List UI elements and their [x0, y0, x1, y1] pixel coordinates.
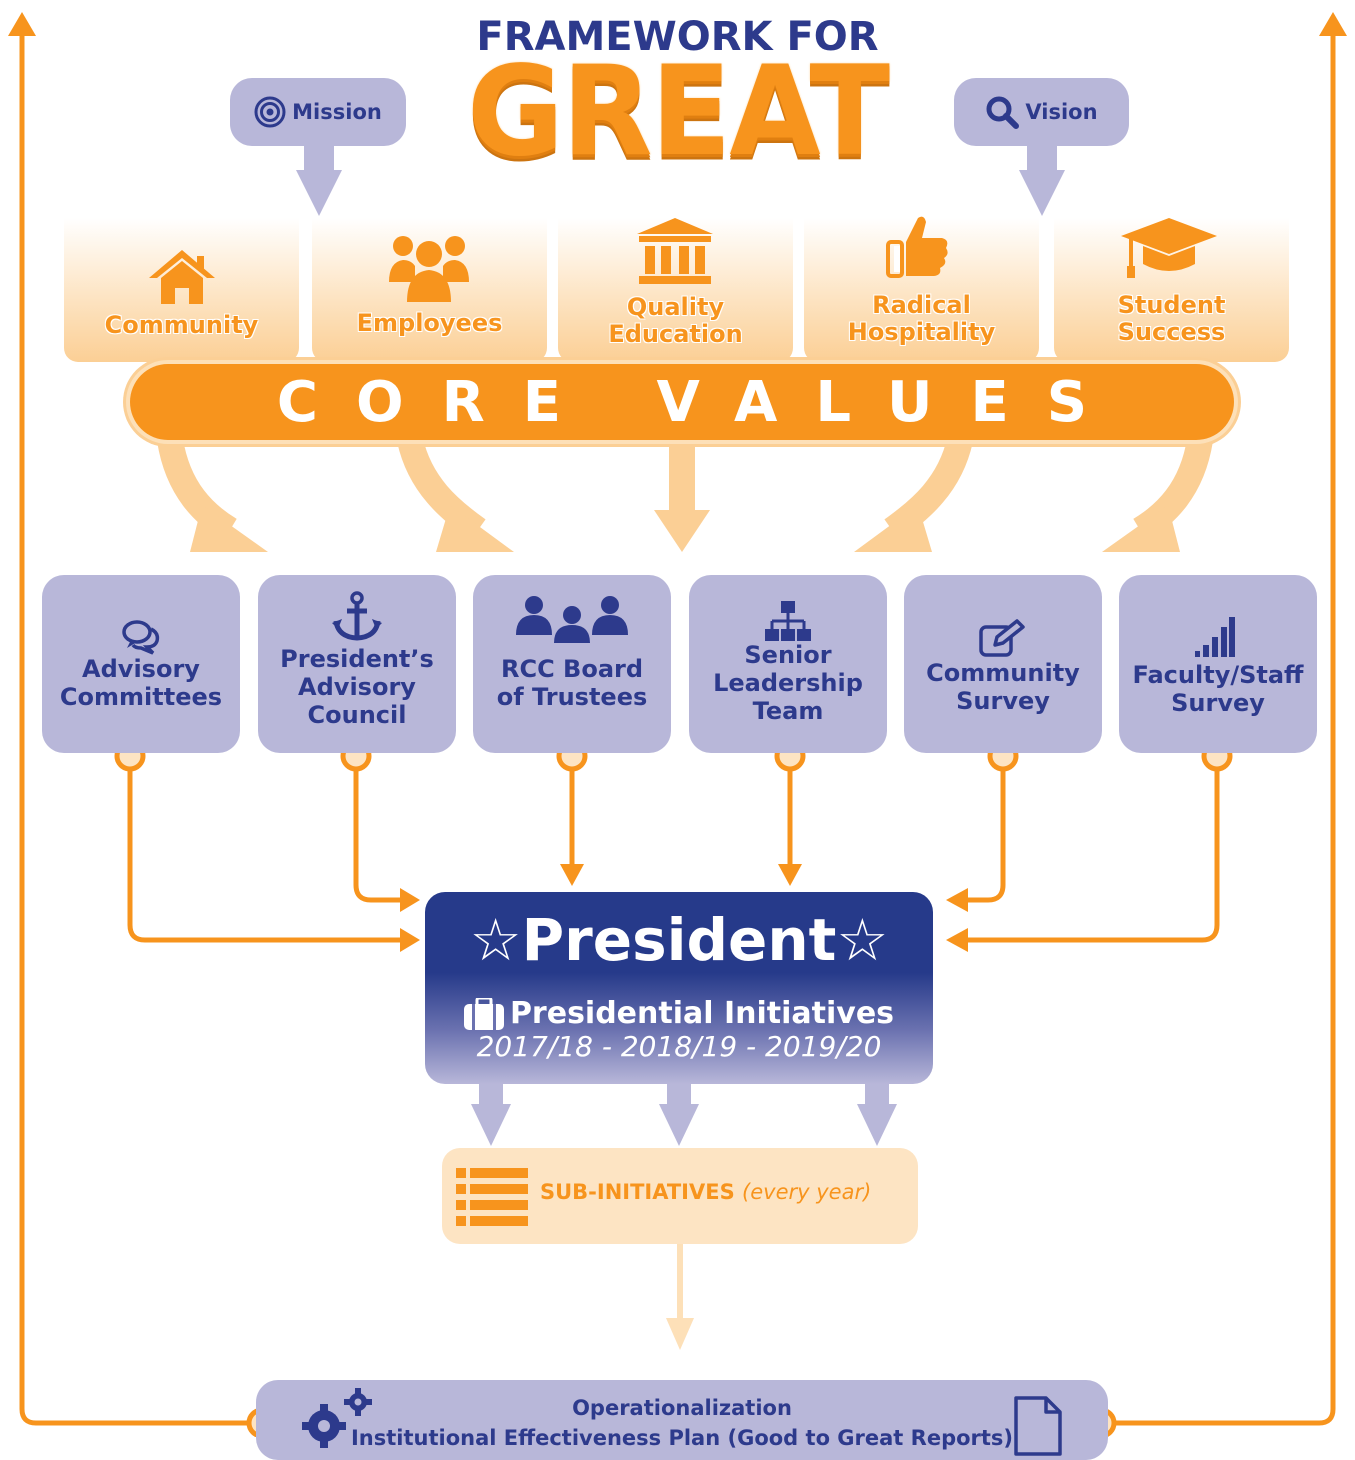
input-community-survey: Community Survey [904, 575, 1102, 753]
mission-bubble: Mission [230, 78, 406, 146]
org-chart-icon [765, 601, 811, 641]
document-icon [1014, 1396, 1062, 1456]
vision-pointer [1019, 145, 1065, 216]
president-to-sub-arrows [471, 1084, 897, 1146]
mission-label: Mission [292, 100, 382, 124]
core-value-label: Student Success [1117, 291, 1226, 346]
president-box: ☆President☆ Presidential Initiatives 201… [425, 892, 933, 1084]
magnifier-icon [986, 96, 1020, 129]
input-label: Senior Leadership Team [713, 641, 863, 725]
people-group-icon [389, 236, 469, 302]
briefcase-icon [463, 998, 504, 1030]
input-label: Faculty/Staff Survey [1132, 661, 1304, 717]
thumbs-up-icon [886, 216, 948, 278]
institution-icon [637, 218, 713, 284]
vision-bubble: Vision [954, 78, 1129, 146]
input-connectors [127, 756, 1220, 943]
sub-initiatives-box: SUB-INITIATIVES (every year) [442, 1148, 918, 1244]
input-advisory-committees: Advisory Committees [42, 575, 240, 753]
core-values-arrowheads [190, 505, 1180, 552]
operationalization-box: Operationalization Institutional Effecti… [256, 1380, 1108, 1460]
title-great: GREAT [467, 38, 890, 184]
initiatives-label: Presidential Initiatives [509, 996, 895, 1031]
presidential-initiatives: Presidential Initiatives [425, 996, 933, 1032]
graduation-cap-icon [1121, 218, 1217, 278]
vision-label: Vision [1025, 100, 1098, 124]
operationalization-subtitle: Institutional Effectiveness Plan (Good t… [350, 1426, 1014, 1450]
sub-initiatives-note: (every year) [742, 1180, 872, 1204]
initiative-years: 2017/18 - 2018/19 - 2019/20 [476, 1030, 882, 1063]
feedback-loop-left [8, 12, 256, 1426]
sub-to-op-arrow [666, 1244, 694, 1350]
core-value-label: Community [104, 311, 259, 339]
mission-pointer [296, 145, 342, 216]
core-value-radical-hospitality: Radical Hospitality [804, 216, 1039, 362]
input-rcc-board-of-trustees: RCC Board of Trustees [473, 575, 671, 753]
input-arrowheads [400, 864, 968, 952]
core-value-employees: Employees [312, 218, 547, 362]
gears-icon [302, 1388, 372, 1448]
signal-bars-icon [1195, 617, 1235, 657]
president-title: ☆President☆ [469, 906, 889, 974]
input-label: Advisory Committees [59, 655, 223, 711]
input-senior-leadership-team: Senior Leadership Team [689, 575, 887, 753]
input-label: President’s Advisory Council [280, 645, 434, 729]
core-value-label: Employees [356, 309, 503, 337]
edit-form-icon [979, 619, 1025, 657]
core-value-community: Community [64, 218, 299, 362]
input-presidents-advisory-council: President’s Advisory Council [258, 575, 456, 753]
chat-bubbles-icon [122, 620, 160, 655]
target-icon [254, 96, 286, 128]
core-value-student-success: Student Success [1054, 218, 1289, 362]
input-label: RCC Board of Trustees [496, 655, 648, 711]
core-value-label: Quality Education [608, 293, 743, 348]
core-value-label: Radical Hospitality [847, 291, 996, 346]
house-icon [149, 250, 215, 304]
input-faculty-staff-survey: Faculty/Staff Survey [1119, 575, 1317, 753]
core-values-banner: CORE VALUES [130, 364, 1234, 440]
sub-initiatives-label: SUB-INITIATIVES (every year) [540, 1180, 872, 1204]
list-icon [456, 1168, 528, 1226]
board-members-icon [516, 596, 628, 643]
operationalization-title: Operationalization [572, 1396, 792, 1420]
core-value-quality-education: Quality Education [558, 218, 793, 362]
input-label: Community Survey [926, 659, 1080, 715]
feedback-loop-right [1108, 12, 1347, 1426]
title-framework-for: FRAMEWORK FOR [476, 14, 879, 60]
anchor-icon [332, 591, 382, 641]
